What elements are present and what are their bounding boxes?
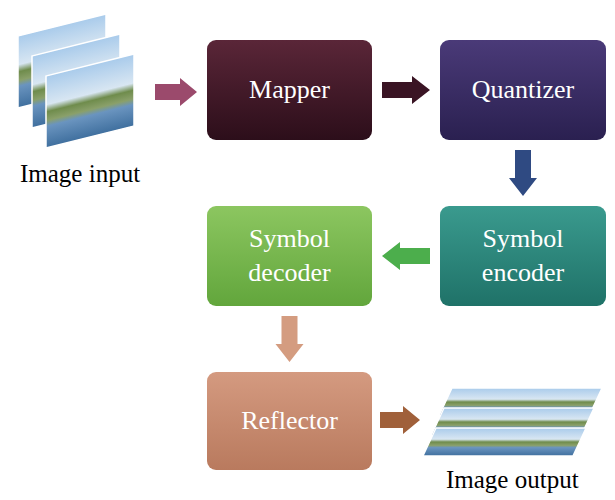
- flow-arrow: [509, 150, 537, 196]
- image-caption: Image input: [20, 160, 140, 188]
- input-photo-stack: [18, 14, 134, 148]
- output-arrow: [380, 406, 420, 434]
- box-label: Quantizer: [472, 73, 575, 107]
- flow-arrow: [382, 242, 430, 270]
- input-arrow: [155, 78, 197, 106]
- flow-arrow: [276, 316, 304, 362]
- process-box: Symbol decoder: [207, 206, 372, 306]
- box-label: Symbol encoder: [450, 222, 596, 290]
- box-label: Reflector: [241, 404, 338, 438]
- process-box: Reflector: [207, 372, 372, 470]
- process-box: Mapper: [207, 40, 372, 140]
- output-photo-stack: [423, 388, 602, 456]
- flow-arrow: [382, 76, 430, 104]
- image-caption: Image output: [446, 466, 579, 494]
- box-label: Mapper: [249, 73, 330, 107]
- process-box: Symbol encoder: [440, 206, 606, 306]
- box-label: Symbol decoder: [217, 222, 362, 290]
- process-box: Quantizer: [440, 40, 606, 140]
